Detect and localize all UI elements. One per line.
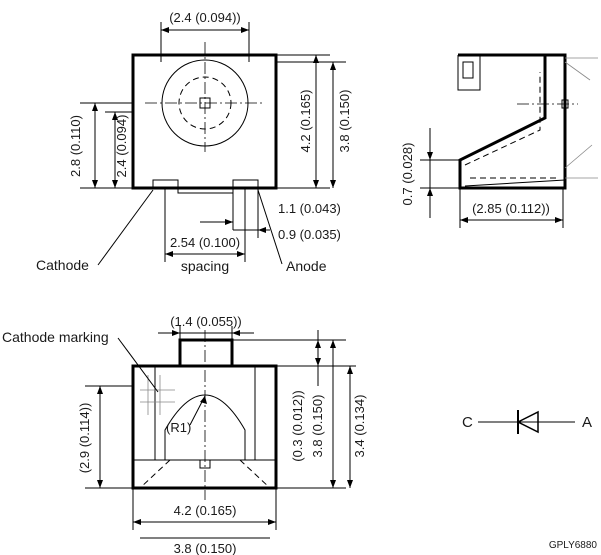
- dim-top-height-inner: 3.8 (0.150): [337, 90, 352, 153]
- dim-front-lens-height: (2.9 (0.114)): [77, 403, 92, 474]
- dim-front-height-outer: 3.8 (0.150): [310, 395, 325, 458]
- dim-top-width: (2.4 (0.094)): [169, 10, 241, 25]
- dim-top-left-inner: 2.4 (0.094): [114, 115, 129, 178]
- dim-side-width: (2.85 (0.112)): [472, 201, 550, 216]
- dim-front-radius: (R1): [166, 420, 191, 435]
- dim-front-height-inner: 3.4 (0.134): [352, 395, 367, 458]
- front-view: Cathode marking (1.4 (0.055)) (R1) (2.9 …: [2, 314, 367, 555]
- dim-front-offset: (0.3 (0.012)): [290, 390, 305, 462]
- drawing-id: GPLY6880: [549, 540, 598, 551]
- dim-front-width-inner: 3.8 (0.150): [174, 541, 237, 555]
- dim-front-width-outer: 4.2 (0.165): [174, 503, 237, 518]
- cathode-label: Cathode: [36, 257, 89, 273]
- front-view-lens-cap: [178, 338, 234, 366]
- top-view-body: [131, 53, 278, 190]
- front-view-body: [131, 364, 278, 490]
- dim-top-height-outer: 4.2 (0.165): [298, 90, 313, 153]
- diode-symbol: C A: [462, 410, 592, 434]
- anode-label: Anode: [286, 258, 327, 274]
- dim-pad-gap: 1.1 (0.043): [278, 201, 341, 216]
- dim-top-left-outer: 2.8 (0.110): [68, 115, 83, 177]
- dim-pad-width: 0.9 (0.035): [278, 227, 341, 242]
- dim-pitch-note: spacing: [181, 258, 229, 274]
- top-view: (2.4 (0.094)) 4.2 (0.165) 3.8 (0.150) 2.…: [36, 10, 352, 274]
- side-view-outline: [458, 53, 567, 190]
- dim-front-lens-width: (1.4 (0.055)): [170, 314, 242, 329]
- side-view: 0.7 (0.028) (2.85 (0.112)): [400, 53, 598, 228]
- top-view-pad-notch: [152, 179, 259, 194]
- dim-side-height: 0.7 (0.028): [400, 143, 415, 206]
- diode-triangle-icon: [516, 410, 539, 434]
- symbol-cathode: C: [462, 414, 473, 431]
- dim-pitch: 2.54 (0.100): [170, 235, 240, 250]
- symbol-anode: A: [582, 414, 592, 431]
- cathode-marking-label: Cathode marking: [2, 329, 109, 345]
